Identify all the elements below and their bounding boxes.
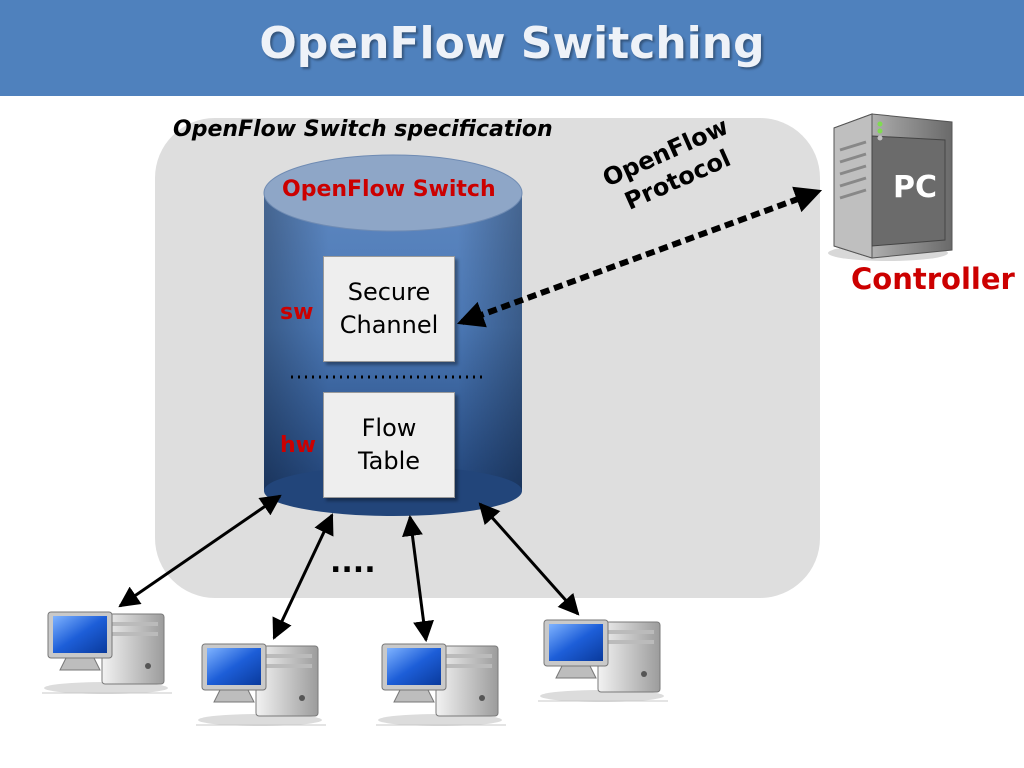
pc-label: PC [893, 170, 938, 205]
desktop-computer-icon [42, 611, 172, 695]
flow-table-line-2: Table [357, 447, 421, 475]
title-bar: OpenFlow Switching [0, 0, 1024, 96]
host-link-4 [478, 502, 580, 616]
flow-table-box: Flow Table [323, 392, 455, 498]
openflow-protocol-arrow [456, 186, 823, 328]
host-link-2 [272, 513, 334, 640]
sw-label: sw [280, 300, 314, 325]
flow-table-line-1: Flow [361, 414, 417, 442]
host-link-1 [118, 494, 282, 608]
host-links [118, 494, 580, 643]
desktop-computer-icon [196, 643, 326, 727]
controller-label: Controller [851, 262, 1015, 296]
desktop-computer-icon [376, 643, 506, 727]
desktop-computer-icon [538, 619, 668, 703]
secure-channel-box: Secure Channel [323, 256, 455, 362]
switch-title: OpenFlow Switch [282, 177, 496, 202]
spec-label: OpenFlow Switch specification [173, 117, 553, 142]
secure-channel-line-2: Channel [339, 311, 439, 339]
hw-label: hw [280, 433, 316, 458]
host-link-3 [402, 514, 434, 643]
server-tower-icon [828, 113, 953, 261]
secure-channel-line-1: Secure [347, 278, 431, 306]
slide-title: OpenFlow Switching [259, 18, 765, 69]
hosts-ellipsis: .... [330, 545, 376, 580]
